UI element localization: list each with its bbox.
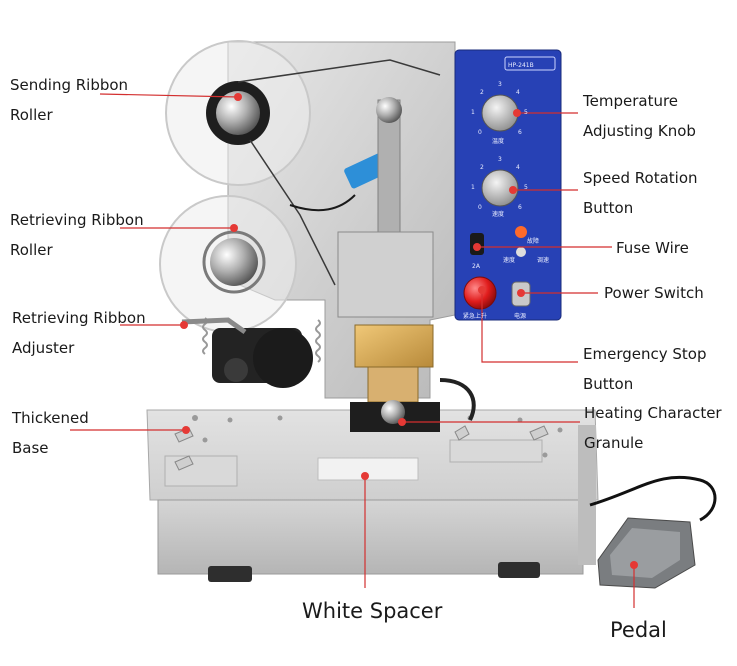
panel-power-text: 电源 xyxy=(514,312,526,320)
svg-text:6: 6 xyxy=(518,204,522,211)
svg-text:4: 4 xyxy=(516,89,520,96)
svg-text:6: 6 xyxy=(518,129,522,136)
svg-text:5: 5 xyxy=(524,184,528,191)
label-power-switch: Power Switch xyxy=(604,284,704,302)
speed-knob xyxy=(481,169,519,207)
label-temperature-knob: Temperature Adjusting Knob xyxy=(583,92,696,140)
label-retrieving-ribbon-roller: Retrieving Ribbon Roller xyxy=(10,211,144,259)
callout-lines xyxy=(70,93,635,608)
label-thickened-base: Thickened Base xyxy=(12,409,89,457)
label-white-spacer: White Spacer xyxy=(302,599,443,623)
label-heating-granule: Heating Character Granule xyxy=(584,404,722,452)
fault-lamp xyxy=(515,226,527,238)
panel-emergency-text: 紧急上升 xyxy=(463,312,487,320)
svg-text:0: 0 xyxy=(478,204,482,211)
retrieving-ribbon-roller xyxy=(159,195,297,333)
linkage xyxy=(337,97,434,318)
panel-fault-text: 故障 xyxy=(527,237,539,245)
svg-text:3: 3 xyxy=(498,156,502,163)
pedal xyxy=(597,517,696,589)
svg-text:3: 3 xyxy=(498,81,502,88)
svg-text:4: 4 xyxy=(516,164,520,171)
label-pedal: Pedal xyxy=(610,618,667,642)
sensor xyxy=(344,153,388,189)
callout-dots xyxy=(180,93,638,569)
control-panel xyxy=(454,49,562,321)
dial-scale: 0 1 2 3 4 5 6 0 1 2 3 4 5 6 xyxy=(471,81,528,211)
label-retrieving-ribbon-adjuster: Retrieving Ribbon Adjuster xyxy=(12,309,146,357)
svg-text:0: 0 xyxy=(478,129,482,136)
panel-fuse-rating: 2A xyxy=(472,263,481,270)
white-spacer-plate xyxy=(317,457,419,481)
panel-speed-text: 速度 xyxy=(492,210,504,218)
svg-text:5: 5 xyxy=(524,109,528,116)
temperature-knob xyxy=(481,94,519,132)
heating-character-granule xyxy=(350,324,440,432)
panel-model: HP-241B xyxy=(508,62,534,69)
svg-text:2: 2 xyxy=(480,89,484,96)
svg-text:2: 2 xyxy=(480,164,484,171)
thickened-base xyxy=(146,409,599,582)
label-speed-button: Speed Rotation Button xyxy=(583,169,698,217)
label-sending-ribbon-roller: Sending Ribbon Roller xyxy=(10,76,129,124)
label-fuse-wire: Fuse Wire xyxy=(616,239,689,257)
panel-running-text: 调速 xyxy=(537,256,549,264)
svg-text:1: 1 xyxy=(471,109,475,116)
label-emergency-stop: Emergency Stop Button xyxy=(583,345,707,393)
retrieving-ribbon-adjuster-arm xyxy=(181,317,247,335)
sending-ribbon-roller xyxy=(165,40,311,186)
svg-text:1: 1 xyxy=(471,184,475,191)
panel-temp-text: 温度 xyxy=(492,137,504,145)
panel-speed-lamp-text: 速度 xyxy=(503,256,515,264)
motor xyxy=(212,328,313,388)
